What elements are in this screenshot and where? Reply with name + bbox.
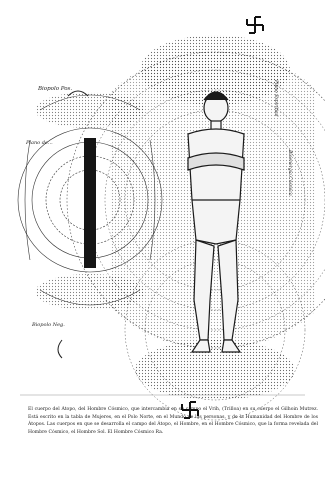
curved-arrow-icon: [58, 340, 62, 358]
label-right-top: Plano Espiritual: [273, 80, 278, 117]
figure-caption: El cuerpo del Átopo, del Hombre Cósmico,…: [28, 406, 318, 486]
magnet-bar: [84, 138, 96, 268]
label-mid-left: Plano de...: [26, 140, 53, 146]
label-lower-left: Biopolo Neg.: [32, 322, 65, 328]
label-top-left: Biopolo Pos.: [38, 86, 72, 92]
label-right-mid: Bioenergía Cósmica: [287, 150, 292, 196]
swastika-emblem-top: [247, 17, 263, 33]
